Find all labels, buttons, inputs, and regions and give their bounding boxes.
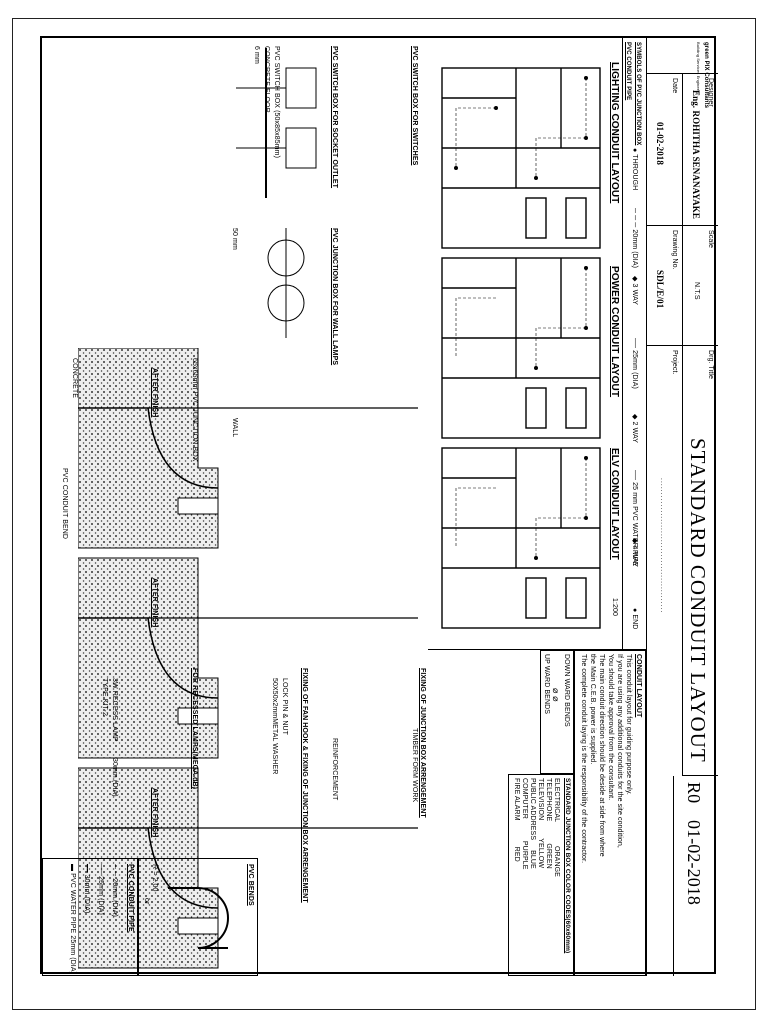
notes-line-4: The main conduit direction should be des…: [598, 654, 605, 857]
legend-pipe-20: ─ ─ ─ 20mm (DIA): [631, 208, 638, 269]
elv-plan: [441, 447, 601, 629]
switch-box-label-1: PVC SWITCH BOX (50x85x85mm): [273, 46, 280, 158]
r-value-1: R = 2.00: [151, 864, 158, 892]
cc-row-4: PUBLIC ADDRESS BLUE: [529, 778, 536, 869]
power-plan: [441, 257, 601, 439]
legend-end: ● END: [631, 608, 638, 630]
switch-box-switches-title: PVC SWITCH BOX FOR SWITCHES: [411, 46, 418, 166]
legend-3way: ◆ 3 WAY: [631, 276, 638, 306]
notes-title: CONDUIT LAYOUT: [635, 654, 642, 718]
conduit-pipe-box: [42, 858, 138, 976]
concrete-floor-label: CONCRETE FLOOR: [263, 46, 270, 113]
label-box65-1: 65x65mm PVC JUNCTION BOX: [191, 358, 198, 462]
notes-line-5: the Main C.E.B. power is supplied.: [589, 654, 596, 765]
drawing-title: STANDARD CONDUIT LAYOUT: [686, 438, 710, 763]
rev-divider: [673, 776, 674, 976]
wall-lamp-detail: [267, 228, 305, 338]
project-dotted: ........................................…: [659, 478, 666, 614]
fixing-jb-title: FIXING OF JUNCTION BOX ARRENGEMENT: [419, 668, 426, 818]
section-2: [78, 557, 418, 759]
cc-row-3: TELEVISION YELLOW: [537, 778, 544, 869]
notes-line-6: The complete conduit laying is the respo…: [580, 654, 587, 864]
date-value: 01-02-2018: [655, 122, 665, 165]
label-lock-pin: LOCK PIN & NUT: [281, 678, 288, 736]
floor-plans: [441, 67, 601, 629]
revision-date: 01-02-2018: [684, 820, 704, 905]
legend-symbols-title: SYMBOLS OF PVC JUNCTION BOX: [635, 42, 641, 146]
label-washer: 50X50x2mmMETAL WASHER: [271, 678, 278, 775]
label-conduit-bend-1: PVC CONDUIT BEND: [61, 468, 68, 540]
revision: R0: [684, 782, 704, 804]
drawing-sheet: [12, 18, 756, 1010]
label-concrete-1: CONCRETE: [71, 358, 78, 399]
down-ward-bends: DOWN WARD BENDS: [563, 654, 570, 727]
after-finish-1: AFTER FINISH: [151, 368, 158, 418]
scale-label: Scale: [707, 230, 714, 249]
label-timber: TIMBER FORM WORK: [411, 728, 418, 803]
drg-title-label: Drg. Title: [707, 350, 714, 380]
switch-box-socket-title: PVC SWITCH BOX FOR SOCKET OUTLET: [331, 46, 338, 189]
section-1: [78, 348, 418, 549]
drawing-no-label: Drawing No.: [671, 230, 678, 270]
legend-2way: ◆ 2 WAY: [631, 414, 638, 444]
recessed-title: FOR RECESSED LAMPS(MEGA dB): [191, 668, 198, 790]
elv-title: ELV CONDUIT LAYOUT: [609, 448, 620, 560]
pipe-row-2: ── 25mm (DIA): [97, 864, 104, 915]
junction-wall-lamps-title: PVC JUNCTION BOX FOR WALL LAMPS: [331, 228, 338, 366]
elv-scale: 1:200: [611, 598, 618, 617]
pvc-bend-drawing: [168, 887, 229, 949]
cc-row-1: ELECTRICAL ORANGE: [553, 778, 560, 877]
six-mm-label: 6 mm: [253, 46, 260, 64]
lighting-title: LIGHTING CONDUIT LAYOUT: [609, 62, 620, 204]
drawing-no-value: SDL/E/01: [655, 270, 665, 309]
color-codes-title: STANDARD JUNCTION BOX COLOR CODES(60x60m…: [564, 778, 571, 954]
date-label: Date: [671, 78, 678, 94]
up-ward-bends: UP WARD BENDS: [543, 654, 550, 715]
label-recess-lamp: 3W RECESS LAMP: [111, 678, 118, 742]
drawing-frame: green PIX Consultants Building Services …: [40, 36, 718, 976]
notes-line-2: If you are using any additional conduits…: [616, 654, 623, 848]
fifty-mm-label: 50 mm: [231, 228, 238, 250]
lighting-plan: [441, 67, 601, 249]
designer-label: Designer: [707, 78, 714, 107]
legend-pipe-25: ── 25mm (DIA): [631, 338, 638, 389]
conduit-runs: [455, 78, 587, 558]
pvc-bends-title: PVC BENDS: [247, 864, 254, 906]
notes-line-3: You should take approval from the consul…: [607, 654, 614, 801]
cc-row-5: COMPUTER PURPLE: [521, 778, 528, 870]
legend-conduit-title: PVC CONDUIT PIPE: [625, 42, 631, 101]
label-dia30: 30mm (DIA): [111, 758, 118, 797]
after-finish-3: AFTER FINISH: [151, 788, 158, 838]
switch-box-details: [236, 48, 317, 198]
label-type: TYPE KIT-2: [101, 678, 108, 716]
bend-symbols: ⌀ ⌀: [551, 688, 561, 702]
section-3: [78, 767, 418, 969]
cc-row-6: FIRE ALARM RED: [513, 778, 520, 862]
pipe-row-1: ─ ─ 20mm (DIA): [111, 864, 118, 917]
power-title: POWER CONDUIT LAYOUT: [609, 266, 620, 398]
pipe-row-4: ▬ PVC WATER PIPE 25mm (DIA): [69, 864, 76, 975]
legend-through: ● THROUGH: [631, 148, 638, 191]
pipe-row-3: ━━ 30mm (DIA): [83, 864, 90, 914]
junction-dots: [454, 76, 588, 560]
fixing-fan-title: FIXING OF FAN HOOK & FIXING OF JUNCTION …: [301, 668, 308, 903]
designer-name: Eng. ROHITHA SENANAYAKE: [691, 90, 701, 219]
rotated-drawing: green PIX Consultants Building Services …: [42, 38, 718, 976]
label-reinforcement: REINFORCEMENT: [331, 738, 338, 801]
title-block: green PIX Consultants Building Services …: [646, 38, 718, 976]
legend-4way: ◆ 4 WAY: [631, 538, 638, 568]
cc-row-2: TELEPHONE GREEN: [545, 778, 552, 869]
conduit-pipe-title: PVC CONDUIT PIPE: [127, 864, 134, 932]
after-finish-2: AFTER FINISH: [151, 578, 158, 628]
project-label: Project.: [671, 350, 678, 375]
label-wall-1: WALL: [231, 418, 238, 438]
notes-line-1: This conduit layout for guiding purpose …: [625, 654, 632, 795]
r-value-2: or: [143, 898, 150, 905]
scale-value: N.T.S: [693, 282, 700, 300]
conduit-section-details: [78, 348, 418, 969]
